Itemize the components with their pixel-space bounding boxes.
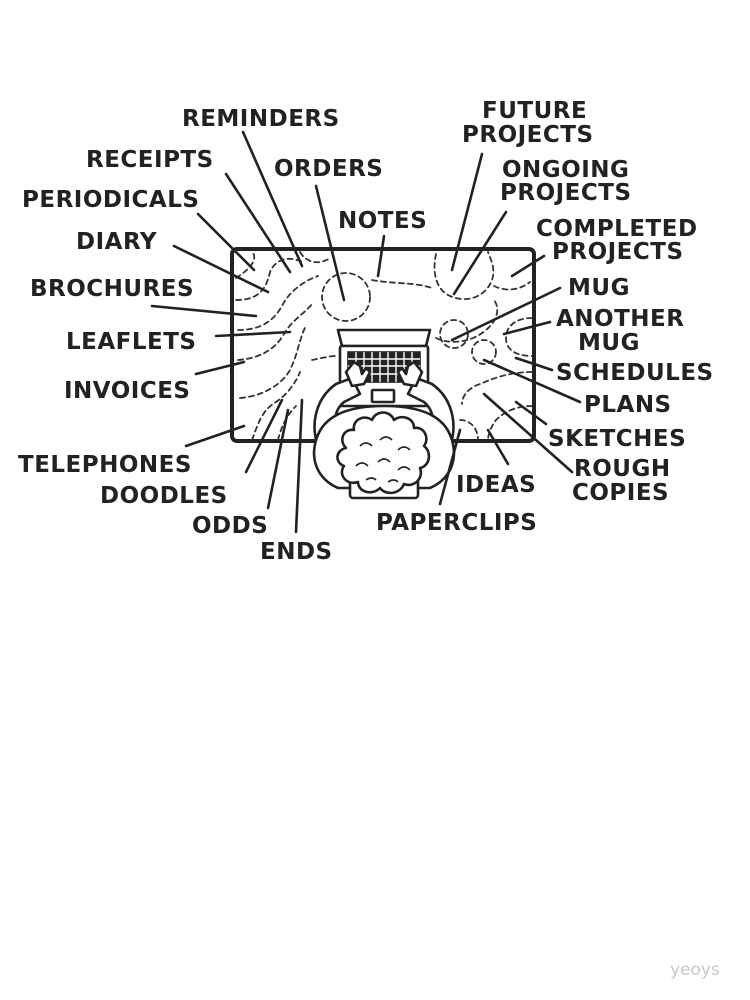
leader-diary (172, 244, 270, 294)
laptop-screen (336, 328, 432, 348)
label-ongoing-projects-line1: ONGOING (502, 157, 629, 183)
leader-doodles (244, 398, 284, 474)
leader-invoices (194, 360, 246, 376)
curly-hair-head-icon (336, 411, 431, 495)
label-brochures: BROCHURES (30, 276, 194, 302)
label-orders: ORDERS (274, 156, 383, 182)
leader-receipts (224, 172, 292, 274)
pile-outline (439, 319, 469, 349)
leader-sketches (514, 400, 548, 426)
labels: REMINDERS RECEIPTS ORDERS PERIODICALS NO… (18, 98, 714, 565)
label-completed-projects-line1: COMPLETED (536, 216, 698, 242)
pile-outline (493, 281, 531, 291)
label-ongoing-projects-line2: PROJECTS (500, 180, 632, 206)
label-odds: ODDS (192, 513, 268, 539)
watermark: yeoys (670, 960, 720, 980)
label-ends: ENDS (260, 539, 333, 565)
label-receipts: RECEIPTS (86, 147, 214, 173)
pile-outline (487, 405, 533, 441)
label-future-projects-line1: FUTURE (482, 98, 587, 124)
label-schedules: SCHEDULES (556, 360, 714, 386)
leader-plans (482, 358, 582, 404)
pile-outline (299, 251, 331, 264)
pile-outline (505, 317, 533, 357)
leader-future-projects (450, 152, 484, 272)
label-notes: NOTES (338, 208, 427, 234)
pile-outline (237, 275, 319, 331)
leader-orders (314, 184, 346, 302)
leader-mug (450, 286, 562, 342)
pile-outline (459, 419, 479, 441)
pile-outline (235, 257, 303, 301)
label-mug: MUG (568, 275, 630, 301)
label-rough-copies-line1: ROUGH (574, 456, 671, 482)
label-rough-copies-line2: COPIES (572, 480, 669, 506)
leader-leaflets (214, 330, 292, 338)
left-hand-icon (344, 360, 372, 388)
label-completed-projects-line2: PROJECTS (552, 239, 684, 265)
leader-ongoing-projects (452, 210, 508, 296)
hair-curls (355, 436, 411, 483)
right-hand-icon (396, 360, 424, 388)
pile-outline (251, 371, 301, 441)
leader-odds (266, 408, 290, 510)
label-plans: PLANS (584, 392, 672, 418)
pile-outline (371, 279, 433, 289)
leader-lines (150, 130, 582, 534)
label-sketches: SKETCHES (548, 426, 686, 452)
leader-ends (294, 398, 304, 534)
leader-ideas (486, 428, 510, 466)
leader-periodicals (196, 212, 256, 272)
pile-outline (435, 299, 499, 343)
leader-reminders (241, 130, 304, 268)
pile-outline (235, 251, 256, 279)
label-another-mug-line1: ANOTHER (556, 306, 684, 332)
pile-outline (239, 325, 307, 399)
leader-another-mug (502, 320, 552, 336)
laptop-trackpad (370, 388, 396, 404)
label-telephones: TELEPHONES (18, 452, 192, 478)
label-ideas: IDEAS (456, 472, 536, 498)
label-invoices: INVOICES (64, 378, 190, 404)
leader-schedules (514, 356, 554, 372)
pile-outline (237, 303, 313, 361)
label-future-projects-line2: PROJECTS (462, 122, 594, 148)
leader-notes (376, 234, 386, 278)
leader-rough-copies (482, 392, 574, 474)
label-leaflets: LEAFLETS (66, 329, 197, 355)
pile-outline (433, 251, 495, 301)
label-periodicals: PERIODICALS (22, 187, 199, 213)
label-paperclips: PAPERCLIPS (376, 510, 537, 536)
leader-completed-projects (510, 254, 546, 278)
person-topdown-icon (312, 328, 456, 500)
leader-paperclips (438, 428, 462, 506)
pile-outline (311, 355, 337, 361)
label-doodles: DOODLES (100, 483, 228, 509)
leader-brochures (150, 304, 258, 318)
pile-outline (471, 339, 497, 365)
pile-outline (321, 272, 371, 322)
label-diary: DIARY (76, 229, 157, 255)
leader-telephones (184, 424, 246, 448)
label-reminders: REMINDERS (182, 106, 340, 132)
label-another-mug-line2: MUG (578, 330, 640, 356)
